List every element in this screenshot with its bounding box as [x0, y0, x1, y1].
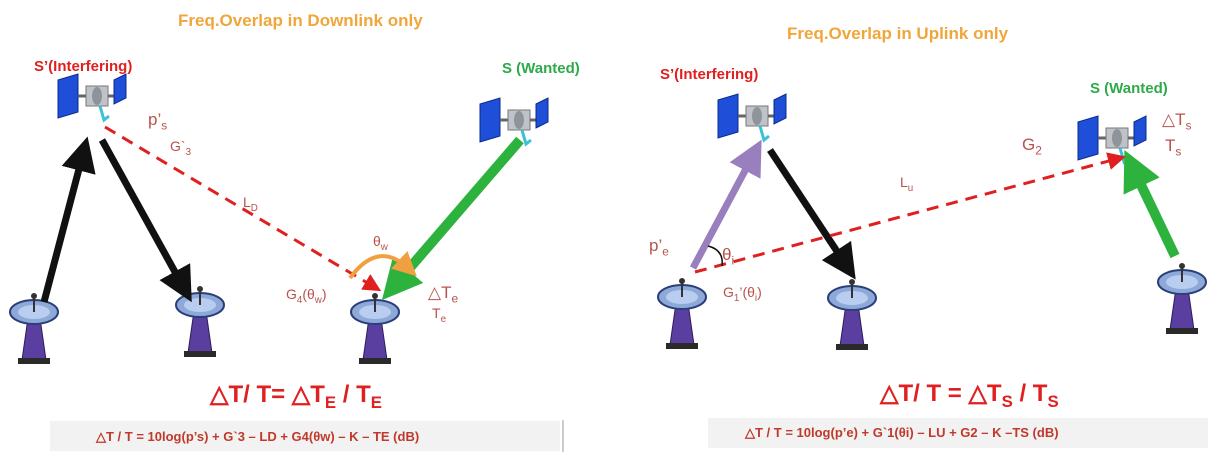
left-full-equation: △T / T = 10log(p’s) + G`3 – LD + G4(θw) … — [96, 429, 420, 444]
right-main-equation: △T/ T = △TS / TS — [880, 380, 1059, 411]
interference-path-uplink — [694, 152, 1126, 274]
elevation-angle-arc — [707, 245, 723, 267]
ld-label: LD — [243, 194, 258, 214]
wanted-uplink-arrow — [1123, 149, 1180, 259]
delta-te-label: △Te — [428, 283, 459, 306]
right-equation-box — [708, 418, 1208, 448]
interfering-satellite-icon — [56, 72, 128, 122]
right-wanted-label: S (Wanted) — [1090, 80, 1168, 97]
theta-w-label: θw — [373, 233, 388, 253]
left-interfering-label: S’(Interfering) — [34, 58, 133, 75]
interfering-downlink-arrow — [767, 148, 856, 280]
delta-ts-label: △Ts — [1162, 110, 1192, 133]
interfering-satellite-icon-right — [716, 92, 788, 142]
te-label: Te — [432, 305, 447, 325]
earth-station-rx-interfering-icon — [175, 285, 225, 358]
g2-label: G2 — [1022, 135, 1042, 158]
g4-label: G4(θw) — [286, 286, 327, 306]
g3-label: G`3 — [170, 138, 192, 158]
theta-i-label: θi — [722, 245, 735, 268]
uplink-arrow-interfering — [40, 136, 96, 303]
p-s-label: p’s — [148, 110, 168, 133]
off-axis-angle-arc — [348, 251, 417, 280]
left-main-equation: △T/ T= △TE / TE — [210, 381, 382, 412]
right-title: Freq.Overlap in Uplink only — [787, 24, 1009, 43]
p-e-label: p’e — [649, 236, 669, 259]
left-equation-box — [50, 421, 560, 451]
earth-station-wanted-tx-icon — [1157, 262, 1207, 335]
lu-label: Lu — [900, 174, 914, 194]
earth-station-interfering-tx-icon — [657, 277, 707, 350]
wanted-downlink-arrow — [381, 136, 524, 301]
earth-station-victim-icon — [350, 292, 400, 365]
wanted-satellite-icon-right — [1076, 114, 1148, 164]
downlink-arrow-interfering — [98, 138, 192, 303]
left-title: Freq.Overlap in Downlink only — [178, 11, 423, 30]
earth-station-rx-icon — [827, 278, 877, 351]
ts-label: Ts — [1165, 136, 1182, 159]
wanted-satellite-icon — [478, 96, 550, 146]
left-wanted-label: S (Wanted) — [502, 60, 580, 77]
right-full-equation: △T / T = 10log(p’e) + G`1(θi) – LU + G2 … — [745, 425, 1059, 440]
right-interfering-label: S’(Interfering) — [660, 66, 759, 83]
g1-label: G1’(θi) — [723, 284, 762, 304]
interfering-uplink-arrow — [689, 139, 762, 270]
earth-station-tx-icon — [9, 292, 59, 365]
interference-path-downlink — [104, 125, 382, 292]
